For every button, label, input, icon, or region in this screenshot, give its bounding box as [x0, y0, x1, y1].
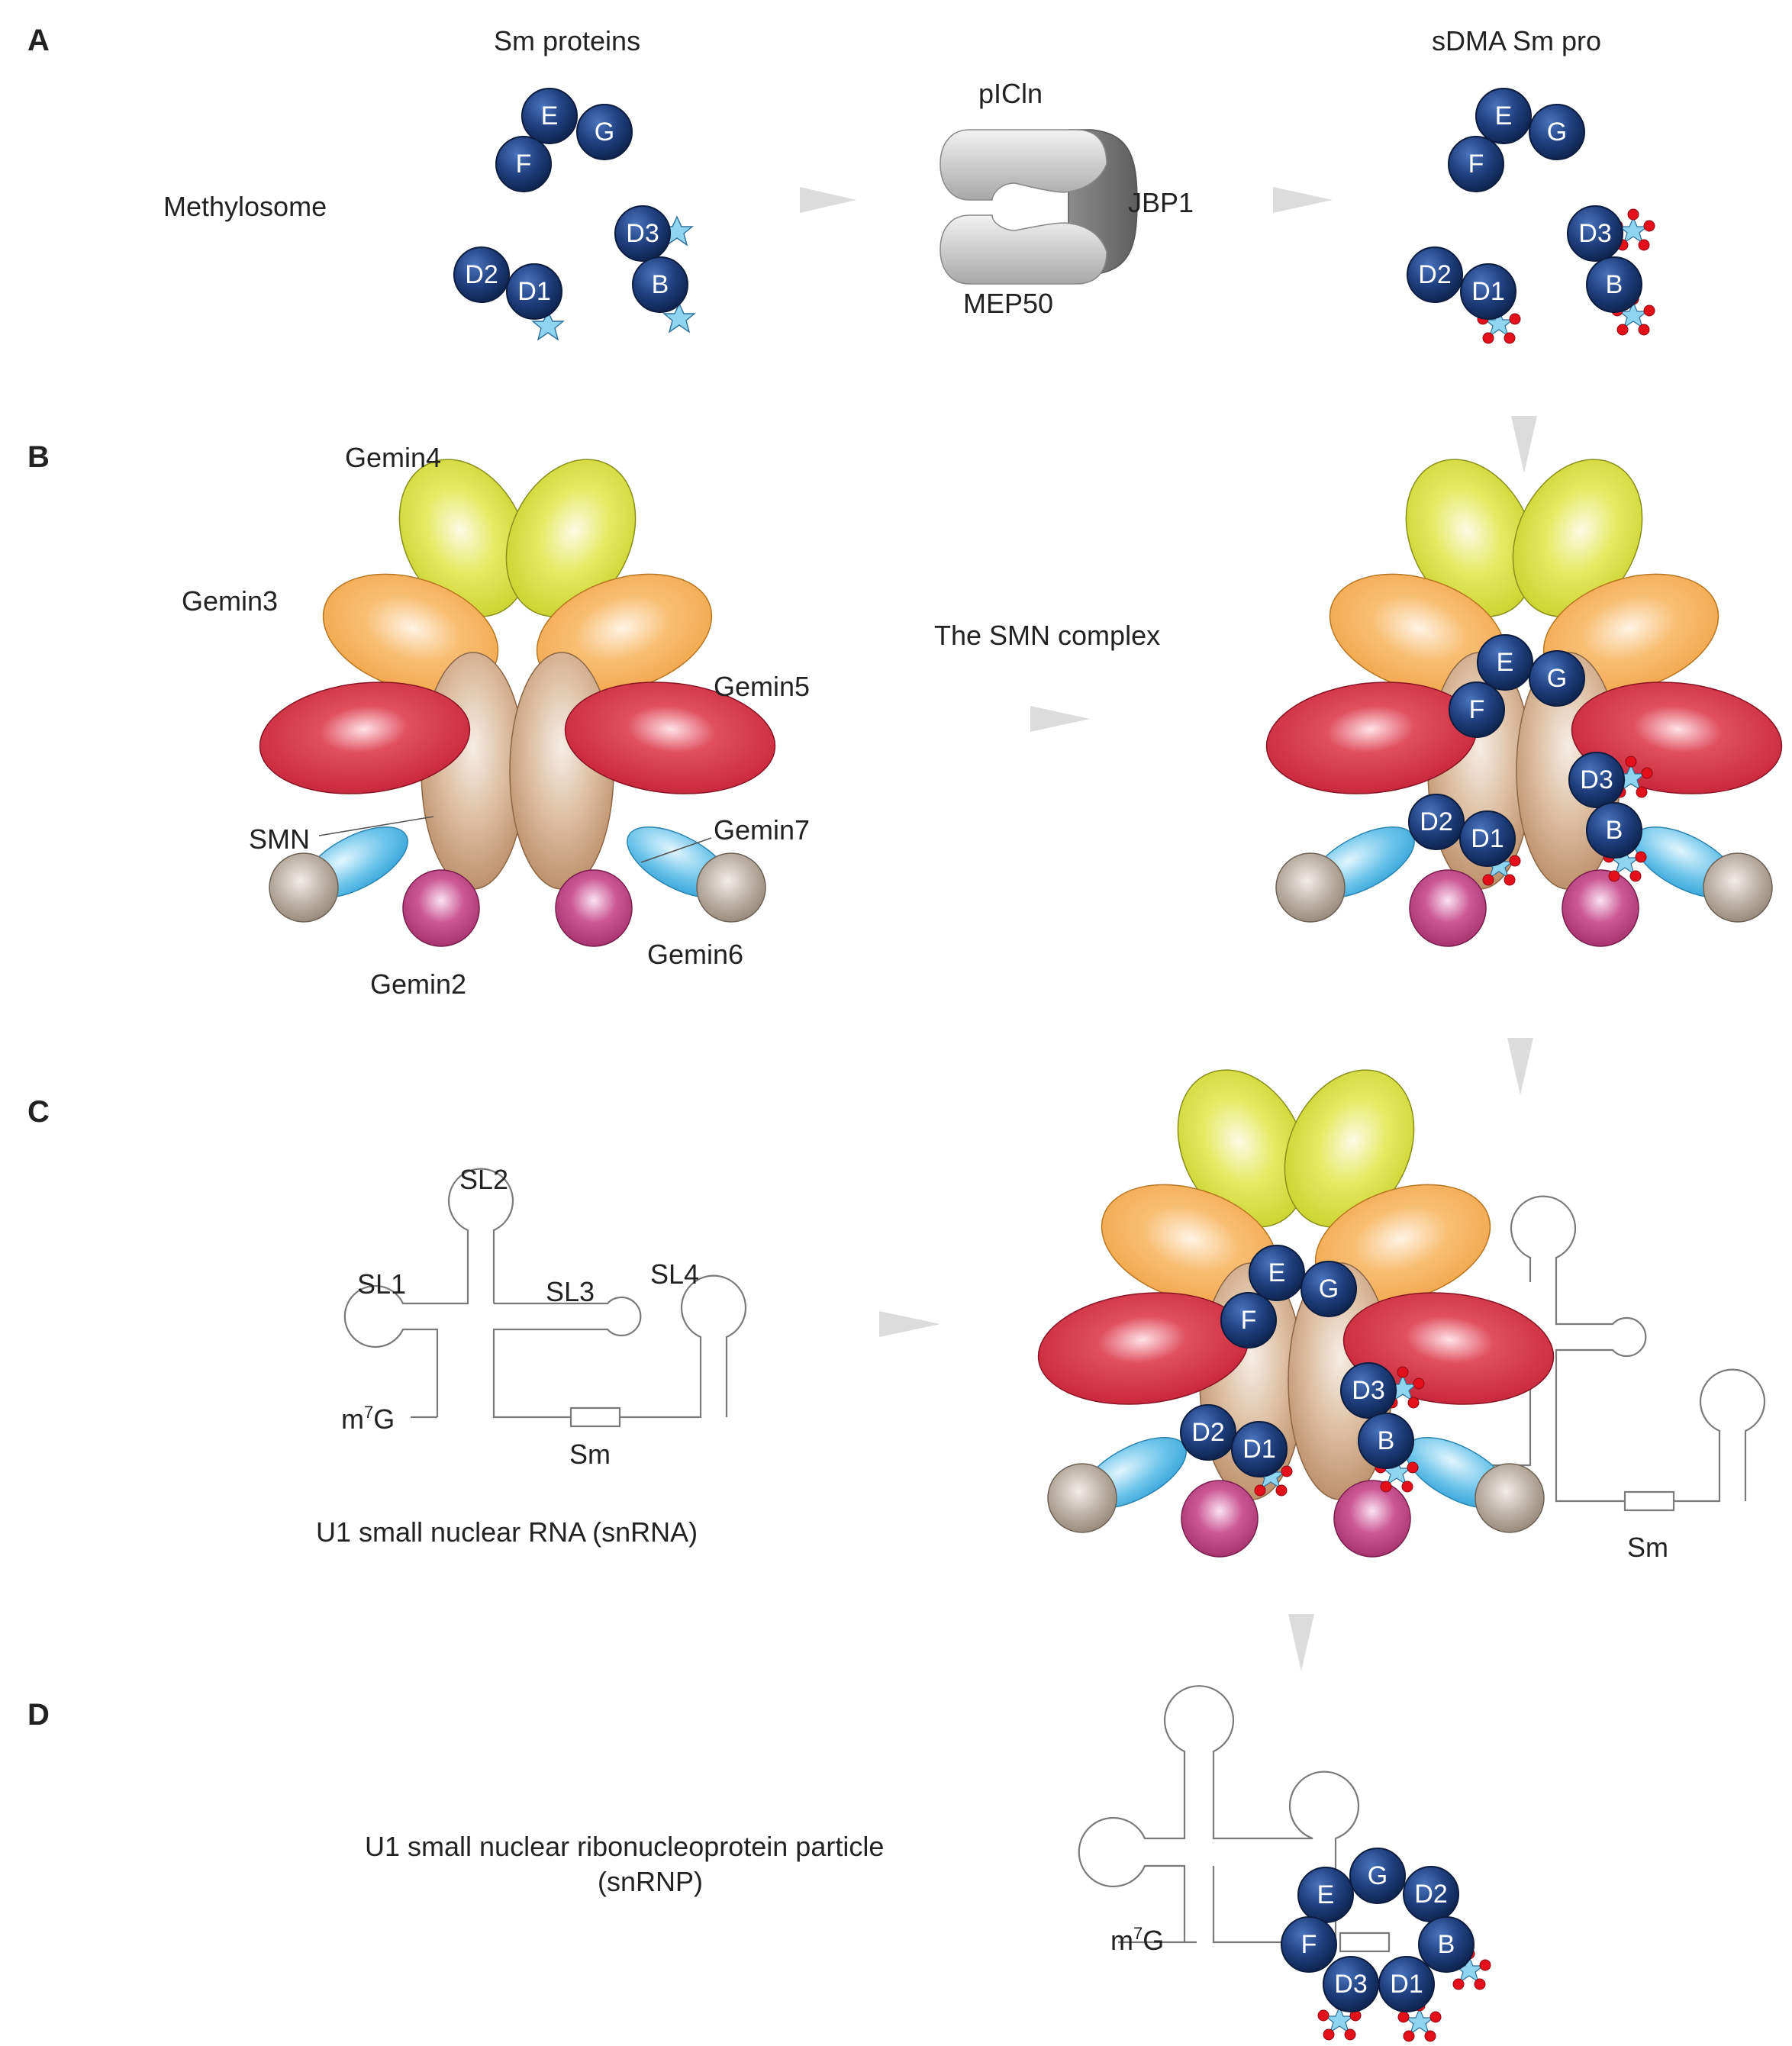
svg-text:D1: D1 — [517, 277, 550, 306]
arrow-down-3 — [1288, 1614, 1314, 1671]
sm-proteins-unmethylated: E F G D2 D1 D3 B — [453, 88, 695, 340]
svg-text:D1: D1 — [1471, 277, 1504, 306]
arrow-b1 — [1030, 706, 1090, 732]
panel-label-d: D — [27, 1698, 50, 1732]
label-smn: SMN — [249, 823, 310, 855]
label-u1-snrnp-line1: U1 small nuclear ribonucleoprotein parti… — [365, 1831, 884, 1862]
label-u1-snrna: U1 small nuclear RNA (snRNA) — [316, 1516, 698, 1548]
svg-text:D3: D3 — [626, 219, 659, 248]
label-sl2: SL2 — [459, 1164, 508, 1195]
label-m7g-d: m7G — [1110, 1924, 1164, 1956]
svg-text:D3: D3 — [1580, 765, 1613, 794]
label-methylosome: Methylosome — [163, 191, 327, 222]
panel-label-b: B — [27, 440, 50, 474]
label-sl1: SL1 — [357, 1268, 406, 1300]
svg-text:F: F — [1468, 150, 1484, 179]
svg-text:D2: D2 — [1420, 807, 1452, 836]
label-m7g-c: m7G — [341, 1403, 395, 1435]
u1-snrnp-particle — [1078, 1685, 1391, 1953]
label-gemin3: Gemin3 — [182, 585, 278, 617]
svg-text:F: F — [1301, 1930, 1317, 1959]
smn-complex-loaded: E F G D2 D1 D3 B — [1260, 437, 1788, 947]
arrow-c1 — [879, 1311, 940, 1337]
svg-text:B: B — [1606, 816, 1623, 845]
svg-text:G: G — [1547, 118, 1567, 147]
label-gemin4: Gemin4 — [345, 442, 441, 473]
panel-label-c: C — [27, 1095, 50, 1129]
svg-text:F: F — [1241, 1306, 1257, 1335]
arrow-down-2 — [1507, 1038, 1533, 1095]
label-sm-site-bound: Sm — [1627, 1532, 1668, 1563]
svg-text:E: E — [541, 101, 559, 130]
label-sm-proteins: Sm proteins — [494, 25, 640, 56]
sm-ring: E G D2 F B D3 D1 — [1281, 1848, 1491, 2042]
label-sdma-sm-pro: sDMA Sm pro — [1432, 25, 1601, 56]
label-gemin5: Gemin5 — [714, 671, 810, 702]
svg-text:E: E — [1495, 101, 1513, 130]
svg-text:D1: D1 — [1471, 824, 1504, 853]
label-gemin7: Gemin7 — [714, 814, 810, 846]
svg-text:D1: D1 — [1390, 1970, 1423, 1999]
label-sl3: SL3 — [546, 1276, 595, 1307]
smn-leader-line — [318, 816, 434, 836]
sm-proteins-methylated: E F G D2 D1 D3 B — [1407, 88, 1655, 344]
svg-text:E: E — [1268, 1258, 1286, 1287]
svg-text:B: B — [1378, 1426, 1395, 1455]
svg-text:D2: D2 — [465, 260, 498, 289]
svg-text:B: B — [1606, 270, 1623, 299]
svg-text:F: F — [1469, 695, 1485, 724]
svg-text:D2: D2 — [1418, 260, 1451, 289]
label-sm-site-c: Sm — [569, 1439, 611, 1470]
label-gemin6: Gemin6 — [647, 939, 743, 970]
arrow-a1 — [800, 187, 856, 213]
label-picln: pICln — [978, 78, 1043, 109]
svg-text:D3: D3 — [1334, 1970, 1367, 1999]
svg-text:G: G — [595, 118, 614, 147]
smn-complex-with-snrna: E F G D2 D1 D3 B — [1032, 1047, 1560, 1558]
svg-text:G: G — [1319, 1274, 1339, 1303]
svg-text:D3: D3 — [1578, 219, 1611, 248]
svg-text:G: G — [1547, 664, 1567, 693]
methylosome-complex — [940, 129, 1138, 285]
arrow-a2 — [1273, 187, 1333, 213]
label-mep50: MEP50 — [963, 288, 1053, 319]
svg-text:F: F — [516, 150, 532, 179]
svg-text:B: B — [652, 270, 669, 299]
label-jbp1: JBP1 — [1128, 187, 1194, 218]
svg-text:B: B — [1438, 1930, 1455, 1959]
label-u1-snrnp-line2: (snRNP) — [598, 1866, 703, 1897]
svg-text:D3: D3 — [1352, 1376, 1384, 1405]
panel-label-a: A — [27, 24, 50, 57]
label-sl4: SL4 — [650, 1258, 699, 1290]
arrow-down-1 — [1511, 416, 1537, 473]
svg-text:E: E — [1497, 648, 1514, 677]
label-smn-complex: The SMN complex — [934, 620, 1160, 651]
smn-complex-empty — [253, 437, 782, 947]
gemin7-leader-line — [640, 837, 712, 863]
svg-text:D2: D2 — [1414, 1880, 1447, 1909]
svg-text:D2: D2 — [1191, 1418, 1224, 1447]
label-gemin2: Gemin2 — [370, 968, 466, 1000]
svg-text:G: G — [1368, 1861, 1388, 1890]
svg-text:E: E — [1317, 1880, 1335, 1909]
svg-text:D1: D1 — [1242, 1435, 1275, 1464]
